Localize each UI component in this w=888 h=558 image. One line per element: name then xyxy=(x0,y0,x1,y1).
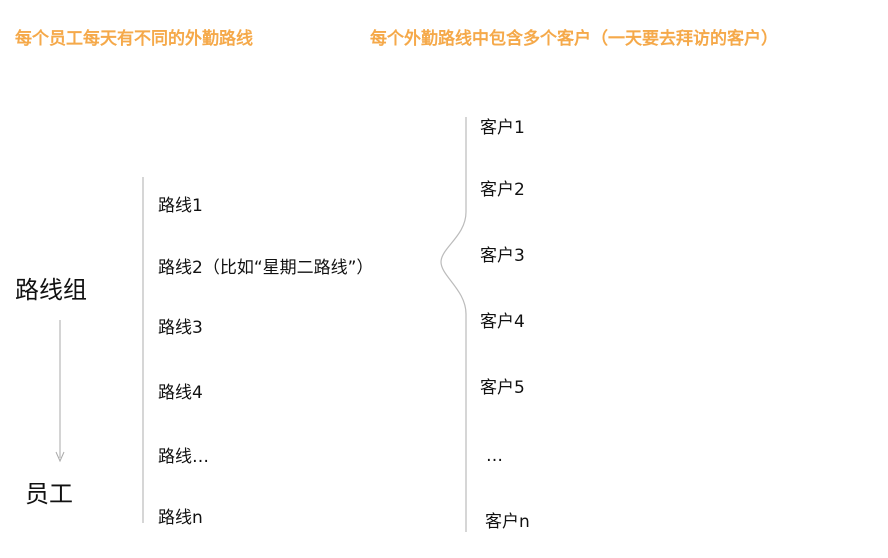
customer-item: 客户2 xyxy=(480,180,525,200)
customer-item: 客户1 xyxy=(480,118,525,138)
route-item: 路线2（比如“星期二路线”） xyxy=(158,258,374,278)
customer-item: 客户n xyxy=(485,512,530,532)
route-item: 路线1 xyxy=(158,196,203,216)
route-group-label: 路线组 xyxy=(15,276,87,304)
route-item: 路线… xyxy=(158,447,209,467)
customer-item: … xyxy=(486,446,503,466)
customer-item: 客户3 xyxy=(480,246,525,266)
customer-item: 客户4 xyxy=(480,312,525,332)
down-arrow xyxy=(55,320,65,463)
employee-label: 员工 xyxy=(25,480,73,508)
route-item: 路线n xyxy=(158,508,203,528)
header-left: 每个员工每天有不同的外勤路线 xyxy=(15,29,253,49)
customer-item: 客户5 xyxy=(480,378,525,398)
route-item: 路线3 xyxy=(158,318,203,338)
header-right: 每个外勤路线中包含多个客户（一天要去拜访的客户） xyxy=(370,29,778,49)
customer-brace xyxy=(440,117,467,532)
route-item: 路线4 xyxy=(158,383,203,403)
